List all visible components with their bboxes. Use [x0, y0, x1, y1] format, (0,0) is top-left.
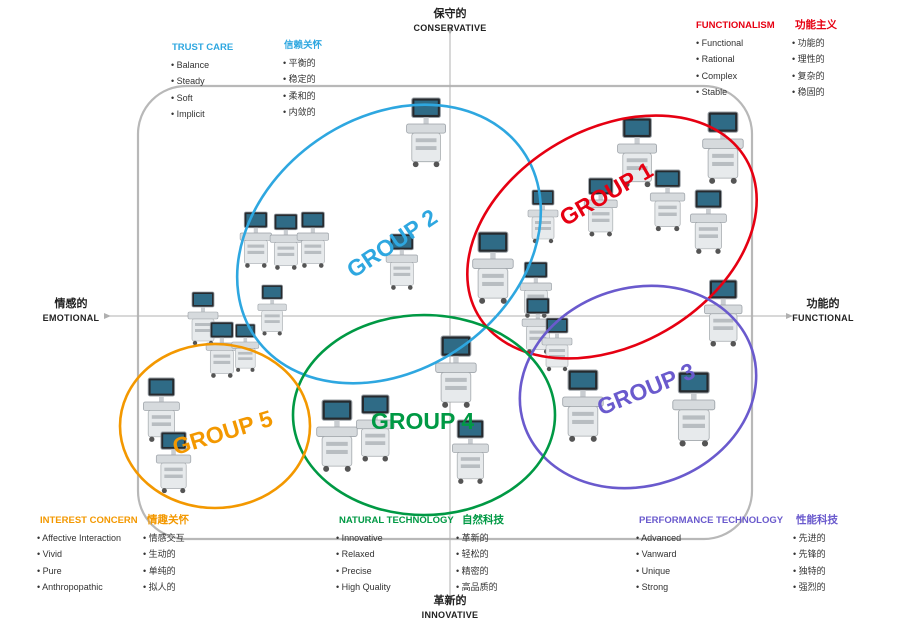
- functionalism-list-cn: • 功能的 • 理性的 • 复杂的 • 稳固的: [792, 35, 825, 101]
- group-5-ellipse: [118, 342, 312, 510]
- group-1-ellipse: [466, 114, 758, 360]
- ultrasound-machine-icon: [296, 211, 330, 269]
- performance-technology-title: PERFORMANCE TECHNOLOGY: [639, 515, 784, 526]
- natural-technology-title-cn: 自然科技: [462, 514, 504, 526]
- group-2-ellipse: [235, 103, 543, 385]
- list-item: • Advanced: [636, 533, 682, 543]
- map-frame: [136, 84, 754, 541]
- list-item: • 理性的: [792, 54, 825, 65]
- list-item: • 平衡的: [283, 58, 316, 68]
- list-item: • 先进的: [793, 533, 826, 543]
- list-item: • 功能的: [792, 38, 825, 48]
- list-item: • 内敛的: [283, 107, 316, 118]
- list-item: • Innovative: [336, 533, 383, 543]
- ultrasound-machine-icon: [472, 231, 514, 305]
- axis-top-cn: 保守的: [433, 8, 467, 20]
- list-item: • 高品质的: [456, 582, 498, 593]
- trust-care-list-cn: • 平衡的 • 稳定的 • 柔和的 • 内敛的: [283, 55, 316, 121]
- list-item: • Functional: [696, 38, 744, 48]
- axis-bottom-cn: 革新的: [433, 595, 467, 607]
- list-item: • 情感交互: [143, 533, 185, 543]
- list-item: • Vivid: [37, 549, 63, 560]
- ultrasound-machine-icon: [257, 284, 287, 337]
- list-item: • 革新的: [456, 533, 489, 543]
- list-item: • Balance: [171, 60, 210, 70]
- list-item: • Pure: [37, 565, 62, 576]
- ultrasound-machine-icon: [269, 213, 303, 271]
- axis-top-en: CONSERVATIVE: [413, 23, 487, 33]
- list-item: • 拟人的: [143, 582, 176, 593]
- natural-technology-title: NATURAL TECHNOLOGY: [339, 515, 454, 526]
- list-item: • 强烈的: [793, 582, 826, 593]
- axis-left-cn: 情感的: [54, 298, 88, 310]
- list-item: • 精密的: [456, 565, 489, 576]
- list-item: • Soft: [171, 92, 193, 103]
- group-3-ellipse: [518, 284, 758, 490]
- trust-care-title: TRUST CARE: [172, 42, 234, 53]
- axis-right-en: FUNCTIONAL: [792, 313, 854, 323]
- list-item: • Anthropopathic: [37, 582, 103, 593]
- group-4-label: GROUP 4: [371, 408, 475, 434]
- list-item: • Implicit: [171, 109, 205, 120]
- ultrasound-machine-icon: [205, 321, 239, 379]
- trust-care-list-en: • Balance • Steady • Soft • Implicit: [171, 57, 209, 123]
- axis-left-en: EMOTIONAL: [42, 313, 100, 323]
- axis-right-cn: 功能的: [806, 298, 840, 310]
- list-item: • 单纯的: [143, 565, 176, 576]
- list-item: • 复杂的: [792, 70, 825, 81]
- ultrasound-machine-icon: [405, 97, 447, 168]
- natural-technology-list-cn: • 革新的 • 轻松的 • 精密的 • 高品质的: [456, 530, 498, 596]
- ultrasound-machine-icon: [689, 189, 728, 255]
- group-4-ellipse: [291, 313, 557, 517]
- list-item: • 稳定的: [283, 74, 316, 85]
- list-item: • Stable: [696, 87, 728, 98]
- ultrasound-machine-icon: [316, 399, 358, 473]
- list-item: • 独特的: [793, 565, 826, 576]
- ultrasound-machine-icon: [541, 317, 573, 372]
- list-item: • Relaxed: [336, 549, 375, 560]
- list-item: • Affective Interaction: [37, 533, 122, 543]
- ultrasound-machine-icon: [703, 279, 743, 348]
- performance-technology-list-en: • Advanced • Vanward • Unique • Strong: [636, 530, 681, 596]
- list-item: • Complex: [696, 70, 738, 81]
- ultrasound-machine-icon: [527, 189, 559, 244]
- interest-concern-list-en: • Affective Interaction • Vivid • Pure •…: [37, 530, 121, 596]
- list-item: • Steady: [171, 76, 205, 87]
- functionalism-title-cn: 功能主义: [795, 19, 837, 31]
- list-item: • Vanward: [636, 549, 677, 560]
- trust-care-title-cn: 信赖关怀: [284, 40, 323, 51]
- interest-concern-title-cn: 情趣关怀: [147, 514, 189, 526]
- interest-concern-title: INTEREST CONCERN: [40, 515, 138, 526]
- list-item: • High Quality: [336, 582, 391, 593]
- ultrasound-machine-icon: [435, 335, 477, 409]
- performance-technology-list-cn: • 先进的 • 先锋的 • 独特的 • 强烈的: [793, 530, 826, 596]
- axis-bottom-en: INNOVATIVE: [421, 610, 479, 620]
- list-item: • Unique: [636, 565, 671, 576]
- list-item: • 先锋的: [793, 549, 826, 560]
- performance-technology-title-cn: 性能科技: [796, 514, 838, 526]
- list-item: • Rational: [696, 54, 735, 65]
- list-item: • Precise: [336, 565, 372, 576]
- natural-technology-list-en: • Innovative • Relaxed • Precise • High …: [336, 530, 391, 596]
- list-item: • 柔和的: [283, 90, 316, 101]
- functionalism-title: FUNCTIONALISM: [696, 20, 775, 31]
- ultrasound-machine-icon: [239, 211, 273, 269]
- list-item: • 轻松的: [456, 549, 489, 560]
- interest-concern-list-cn: • 情感交互 • 生动的 • 单纯的 • 拟人的: [143, 530, 185, 596]
- functionalism-list-en: • Functional • Rational • Complex • Stab…: [696, 35, 743, 101]
- list-item: • 稳固的: [792, 87, 825, 98]
- list-item: • 生动的: [143, 549, 176, 560]
- list-item: • Strong: [636, 582, 669, 593]
